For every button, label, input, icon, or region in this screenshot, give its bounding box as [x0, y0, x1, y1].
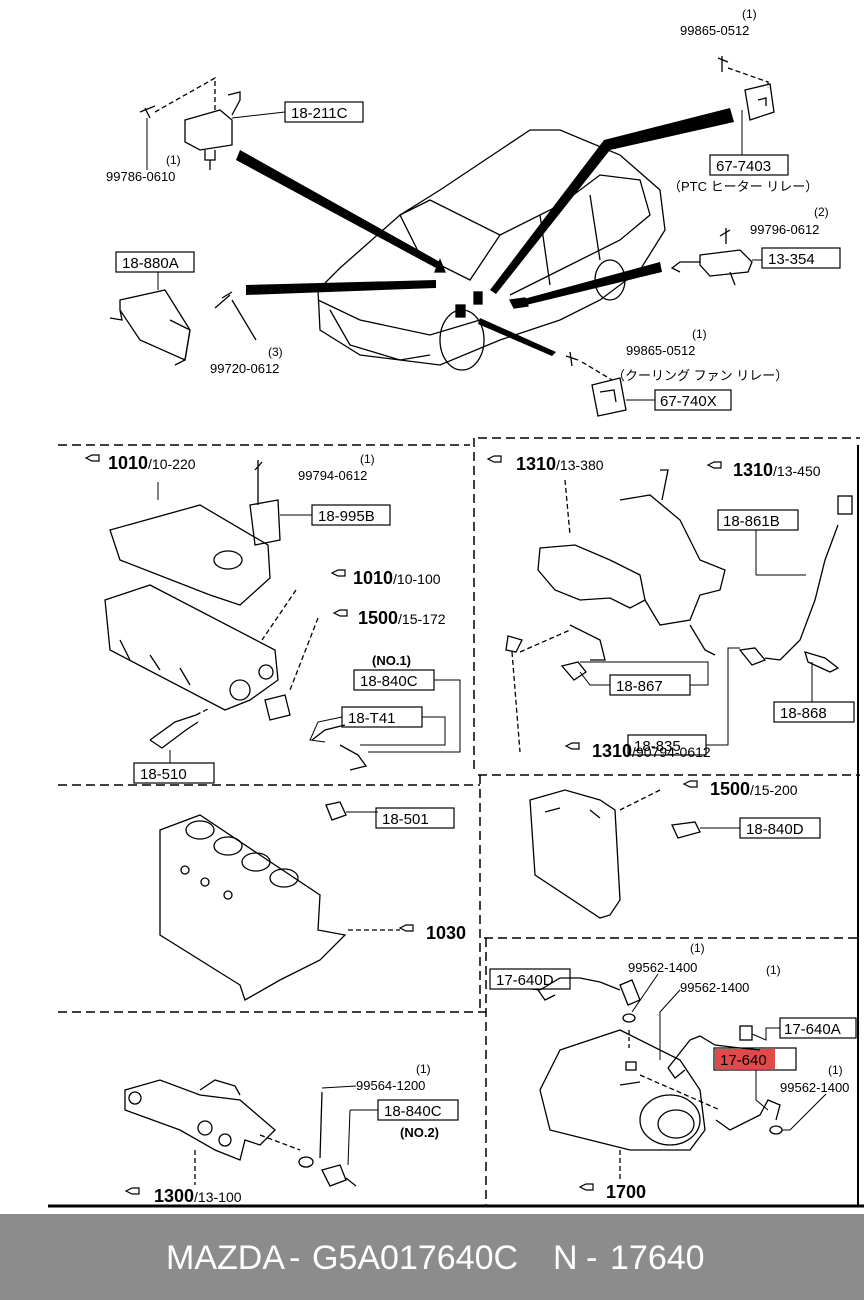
qty-99720: (3) [268, 345, 283, 359]
label-99865-0512-mid: 99865-0512 [626, 343, 695, 358]
ref-1500-172: 1500/15-172 [358, 608, 446, 628]
box-18-880a [115, 251, 195, 273]
leader-18-211c [231, 111, 286, 119]
qty-99794: (1) [360, 452, 375, 466]
parts-diagram: 18-211C (1) 99786-0610 18-880A (3) 99720… [48, 7, 864, 1208]
box-18-861b [717, 509, 799, 531]
label-18-868: 18-868 [780, 705, 827, 722]
ref-1030: 1030 [426, 923, 466, 943]
cylinder-head-drawing [104, 460, 368, 771]
label-no2: (NO.2) [400, 1125, 439, 1140]
intake-manifold-drawing [124, 1079, 357, 1187]
label-99564-1200: 99564-1200 [356, 1078, 425, 1093]
label-18-t41: 18-T41 [348, 710, 396, 727]
footer-n-label: N [553, 1239, 578, 1277]
part-info-footer: MAZDA - G5A017640C N - 17640 [0, 1214, 864, 1300]
footer-dash-1: - [289, 1239, 301, 1277]
ref-1300-100: 1300/13-100 [154, 1186, 242, 1206]
ref-1310-90794: 1310/90794-0612 [592, 741, 711, 761]
label-18-501: 18-501 [382, 811, 429, 828]
label-13-354: 13-354 [768, 251, 815, 268]
qty-99865-top: (1) [742, 7, 757, 21]
leaders-18-867-835 [579, 647, 740, 746]
box-13-354 [761, 247, 841, 269]
label-99562-1400-c: 99562-1400 [780, 1080, 849, 1095]
car-illustration [317, 129, 666, 371]
box-18-995b [311, 504, 391, 526]
ref-1500-200: 1500/15-200 [710, 779, 798, 799]
label-18-840d: 18-840D [746, 821, 804, 838]
qty-99564: (1) [416, 1062, 431, 1076]
part-67-7403-drawing [717, 56, 775, 155]
label-no1: (NO.1) [372, 653, 411, 668]
part-18-880a-drawing [109, 289, 257, 366]
label-18-510: 18-510 [140, 766, 187, 783]
box-18-840d [739, 817, 821, 839]
footer-part-code: G5A017640C [312, 1239, 519, 1277]
box-67-7403 [709, 154, 789, 176]
exhaust-manifold-drawing [505, 469, 853, 753]
label-99720-0612: 99720-0612 [210, 361, 279, 376]
qty-99562-b: (1) [766, 963, 781, 977]
label-18-211c: 18-211C [291, 105, 348, 122]
qty-99865-mid: (1) [692, 327, 707, 341]
qty-99796: (2) [814, 205, 829, 219]
ref-1310-450: 1310/13-450 [733, 460, 821, 480]
label-cooling-fan-relay: （クーリング ファン リレー） [612, 368, 788, 383]
label-18-867: 18-867 [616, 678, 663, 695]
section-dividers [58, 437, 860, 1205]
box-18-510 [133, 762, 215, 784]
footer-brand: MAZDA [166, 1239, 285, 1277]
box-18-501 [375, 807, 455, 829]
label-99786-0610: 99786-0610 [106, 169, 175, 184]
label-18-835: 18-835 [634, 738, 681, 755]
label-99865-0512-top: 99865-0512 [680, 23, 749, 38]
part-13-354-drawing [670, 228, 753, 286]
leaders-transaxle [529, 973, 827, 1131]
label-18-880a: 18-880A [122, 255, 179, 272]
radiator-drawing [529, 789, 740, 919]
label-67-740x: 67-740X [660, 393, 717, 410]
part-18-211c-drawing [139, 76, 241, 170]
label-99796-0612: 99796-0612 [750, 222, 819, 237]
ref-1010-220: 1010/10-220 [108, 453, 196, 473]
qty-99562-c: (1) [828, 1063, 843, 1077]
label-ptc-heater-relay: （PTC ヒーター リレー） [668, 179, 818, 194]
leader-wedges [236, 108, 734, 356]
label-99562-1400-b: 99562-1400 [680, 980, 749, 995]
label-18-995b: 18-995B [318, 508, 375, 525]
box-18-868 [773, 701, 855, 723]
label-17-640: 17-640 [720, 1052, 767, 1069]
ref-1310-380: 1310/13-380 [516, 454, 604, 474]
label-18-840c-b: 18-840C [384, 1103, 442, 1120]
highlight-17-640 [715, 1049, 775, 1069]
label-99794-0612: 99794-0612 [298, 468, 367, 483]
leaders-18-840c-a [309, 679, 461, 753]
qty-99786: (1) [166, 153, 181, 167]
engine-block-drawing [159, 801, 400, 1001]
label-17-640d: 17-640D [496, 972, 554, 989]
ref-1700: 1700 [606, 1182, 646, 1202]
qty-99562-a: (1) [690, 941, 705, 955]
box-18-211c [284, 101, 364, 123]
box-67-740x [654, 389, 732, 411]
label-99562-1400-a: 99562-1400 [628, 960, 697, 975]
leader-18-840c-b2 [347, 1109, 351, 1166]
label-67-7403: 67-7403 [716, 158, 771, 175]
label-18-861b: 18-861B [723, 513, 780, 530]
transaxle-drawing [537, 977, 783, 1182]
label-18-840c-a: 18-840C [360, 673, 418, 690]
footer-part-number: 17640 [610, 1239, 705, 1277]
footer-dash-2: - [586, 1239, 598, 1277]
leader-99564 [321, 1085, 357, 1089]
ref-1010-100: 1010/10-100 [353, 568, 441, 588]
label-17-640a: 17-640A [784, 1021, 841, 1038]
box-17-640-highlight [713, 1047, 797, 1071]
part-67-740x-drawing [565, 351, 655, 417]
